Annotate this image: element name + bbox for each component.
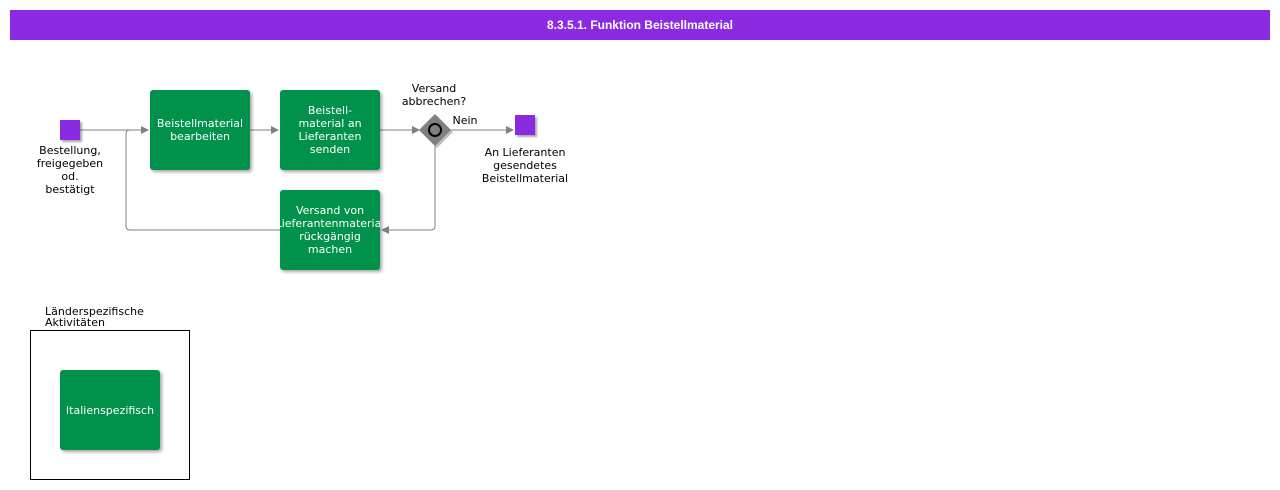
start-event bbox=[60, 120, 80, 140]
end-event bbox=[515, 115, 535, 135]
gateway-question-label: Versand abbrechen? bbox=[401, 82, 467, 108]
start-event-label: Bestellung, freigegeben od. bestätigt bbox=[36, 144, 104, 196]
page-title: 8.3.5.1. Funktion Beistellmaterial bbox=[10, 10, 1270, 40]
activity-beistellmaterial-bearbeiten[interactable]: Beistellmaterial bearbeiten bbox=[150, 90, 250, 170]
region-label: Länderspezifische Aktivitäten bbox=[45, 306, 144, 328]
activity-italienspezifisch[interactable]: Italienspezifisch bbox=[60, 370, 160, 450]
flow-undo-to-edit bbox=[125, 129, 280, 231]
activity-beistellmaterial-senden[interactable]: Beistell- material an Lieferanten senden bbox=[280, 90, 380, 170]
gateway-no-label: Nein bbox=[452, 114, 478, 127]
activity-versand-rueckgaengig[interactable]: Versand von Lieferantenmaterial rückgäng… bbox=[280, 190, 380, 270]
exclusive-gateway bbox=[419, 114, 453, 148]
flow-gateway-to-undo bbox=[381, 146, 436, 234]
end-event-label: An Lieferanten gesendetes Beistellmateri… bbox=[481, 146, 569, 185]
